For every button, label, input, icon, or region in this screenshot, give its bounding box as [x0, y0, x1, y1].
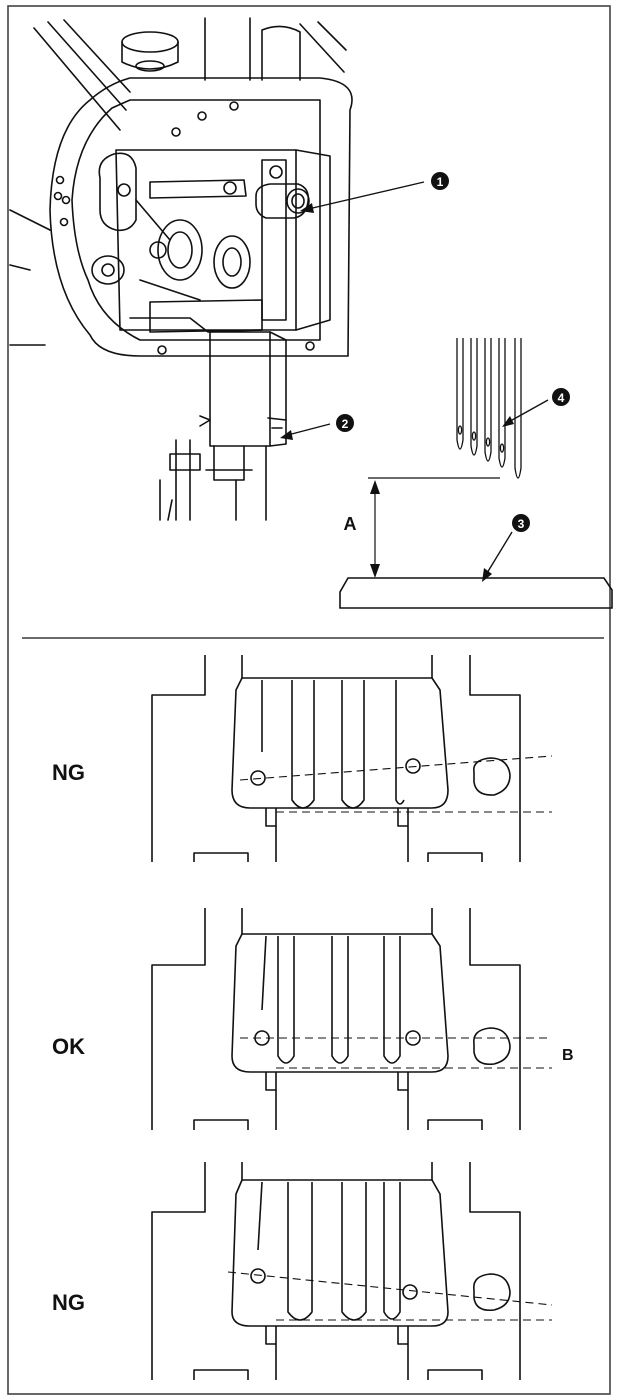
- callout-2-number: 2: [342, 417, 349, 431]
- callout-4-number: 4: [558, 391, 565, 405]
- dimension-b-label: B: [562, 1047, 574, 1064]
- panel-ok: OK B: [52, 908, 574, 1130]
- dimension-a-label: A: [344, 514, 357, 534]
- panel-2-status-label: OK: [52, 1034, 85, 1059]
- panel-ng-upper: NG: [52, 655, 553, 862]
- callout-3-number: 3: [518, 517, 525, 531]
- callout-2-arrow: [280, 430, 293, 440]
- callout-4-marker: [552, 388, 570, 406]
- callout-1-marker: [431, 172, 449, 190]
- panel-1-hole-line: [239, 755, 553, 781]
- panel-2-outline: [151, 908, 521, 1130]
- callout-3-arrow: [482, 568, 492, 582]
- callout-1-arrow: [300, 203, 314, 213]
- callout-4-arrow: [502, 416, 514, 427]
- needle-set: [456, 338, 522, 479]
- callout-4-leader: [504, 399, 549, 425]
- panel-3-status-label: NG: [52, 1290, 85, 1315]
- callout-1-number: 1: [437, 175, 444, 189]
- dimension-a-arrow-bottom: [370, 564, 380, 578]
- panel-1-outline: [151, 655, 521, 862]
- callout-3-leader: [483, 531, 513, 579]
- panel-3-hole-line: [227, 1271, 553, 1306]
- figure-frame: [7, 5, 611, 1395]
- callout-2-marker: [336, 414, 354, 432]
- callout-1-leader: [303, 181, 425, 211]
- panel-1-status-label: NG: [52, 760, 85, 785]
- callout-3-marker: [512, 514, 530, 532]
- panel-3-outline: [151, 1162, 521, 1380]
- needle-bar-mechanism: [9, 17, 353, 521]
- needle-plate: [339, 577, 613, 609]
- dimension-a-arrow-top: [370, 480, 380, 494]
- panel-ng-lower: NG: [52, 1162, 553, 1380]
